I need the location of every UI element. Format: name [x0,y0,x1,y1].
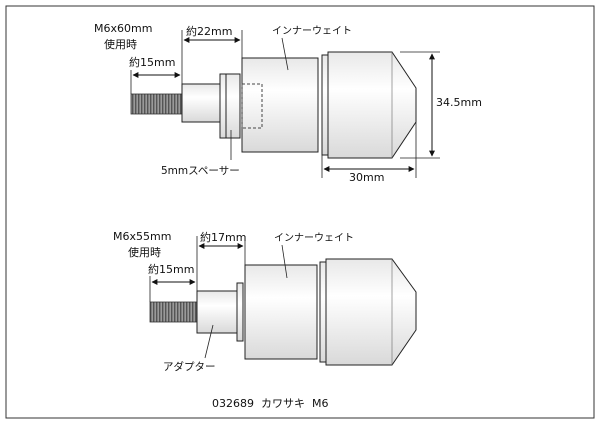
upper-usage-line1: M6x60mm [94,22,152,35]
upper-dim-22-label: 約22mm [186,24,232,38]
upper-end-cap [327,51,417,159]
lower-cap-ring [319,261,327,363]
upper-hidden-recess [241,83,263,129]
upper-bolt-shank [181,83,221,123]
lower-inner-weight [244,264,318,360]
lower-flange [236,282,244,342]
upper-spacer-label: 5mmスペーサー [161,165,240,177]
lower-adapter-leader [204,324,214,359]
upper-bolt-thread [130,93,184,115]
upper-dim-height-label: 34.5mm [436,96,482,109]
lower-end-cap [325,258,417,366]
lower-bolt-thread [149,301,199,323]
product-caption: 032689 カワサキ M6 [212,397,328,410]
upper-spacer [219,73,241,139]
upper-dim-15-label: 約15mm [129,55,175,69]
upper-dim-width-label: 30mm [349,171,384,184]
upper-inner-weight-label: インナーウェイト [272,25,352,37]
lower-inner-leader [281,244,288,279]
lower-adapter-label: アダプター [163,360,216,373]
lower-inner-weight-label: インナーウェイト [274,232,354,244]
lower-dim-15-label: 約15mm [148,262,194,276]
lower-usage-line2: 使用時 [128,246,161,259]
upper-cap-ring [321,54,329,156]
diagram-frame [5,5,595,419]
lower-assembly: 約17mm 約15mm M6x55mm 使用時 インナーウェイト アダプター [113,230,417,373]
upper-assembly: 約22mm 約15mm M6x60mm 使用時 インナーウェイト 5mmスペーサ… [94,22,482,184]
lower-usage-line1: M6x55mm [113,230,171,243]
lower-adapter [196,290,238,334]
upper-inner-leader [281,37,289,71]
upper-usage-line2: 使用時 [104,38,137,51]
upper-inner-weight [241,57,319,153]
lower-dim-17-label: 約17mm [200,230,246,244]
